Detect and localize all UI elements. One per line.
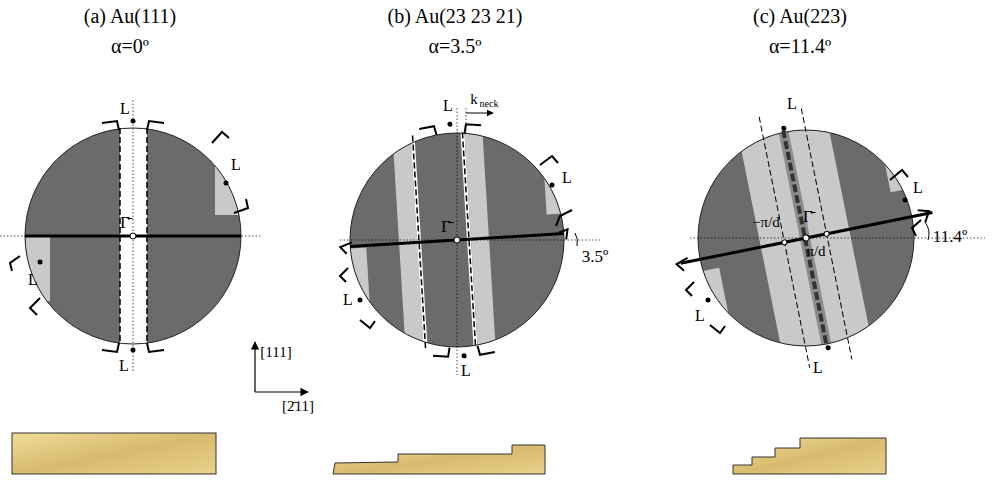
point-label: Γ̄ [803,208,813,225]
point-label: L [813,360,823,376]
point-label: L [120,101,130,117]
momentum-label: k [470,92,478,107]
momentum-subscript: neck [480,99,499,109]
point-label: Γ̄ [120,214,130,231]
momentum-label: π/d [806,244,825,259]
angle-label: α=11.4º [769,36,831,56]
point-label: L [443,98,453,114]
point-label: L [461,363,471,379]
point-label: L [343,292,353,308]
panel-title: (c) Au(223) [753,6,847,26]
momentum-label: −π/d [752,215,780,230]
panel-title: (a) Au(111) [84,6,176,26]
point-label: L [695,308,705,324]
angle-label: 3.5º [582,248,609,265]
point-label: L [28,272,38,288]
panel-title: (b) Au(23 23 21) [388,6,523,26]
angle-label: α=3.5º [429,36,482,56]
point-label: L [231,157,241,173]
point-label: Γ̄ [441,218,451,235]
point-label: L [119,358,129,374]
angle-label: 11.4º [933,228,967,245]
point-label: L [562,170,572,186]
angle-label: α=0º [111,36,149,56]
point-label: L [913,180,923,196]
point-label: L [787,96,797,112]
axis-label: [111] [260,345,291,360]
axis-label: [2̄11] [282,399,314,414]
